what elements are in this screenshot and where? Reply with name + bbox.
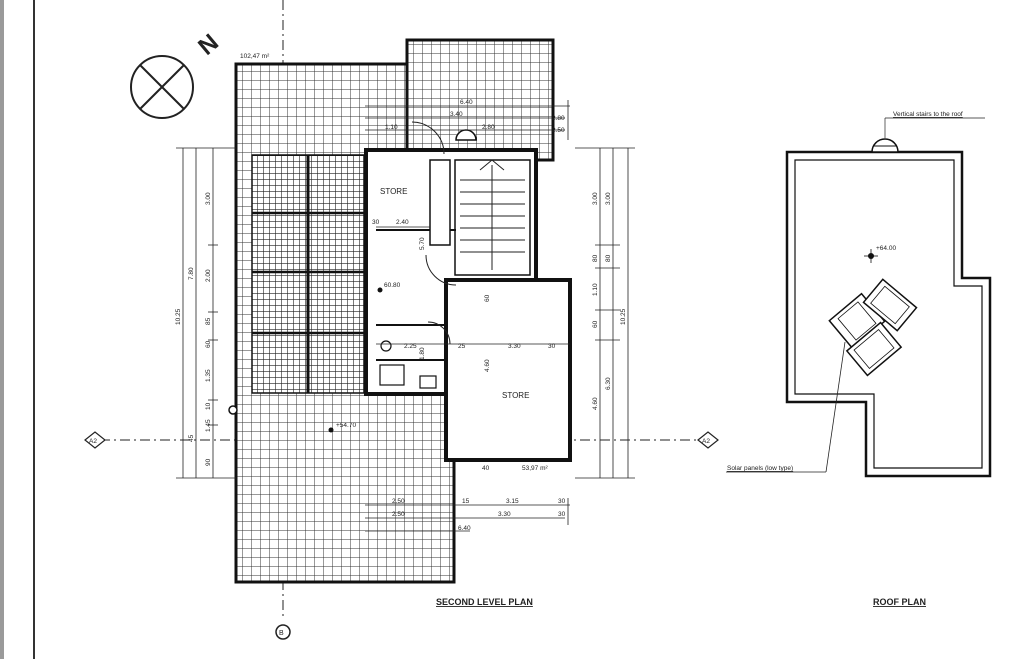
svg-text:1.80: 1.80 — [419, 347, 426, 360]
svg-text:A2: A2 — [89, 438, 97, 445]
svg-text:15: 15 — [462, 498, 470, 505]
svg-text:3.00: 3.00 — [592, 192, 599, 205]
svg-text:30: 30 — [558, 498, 566, 505]
title-roof-plan: ROOF PLAN — [873, 597, 926, 607]
svg-text:45: 45 — [188, 434, 195, 442]
axis-marker-a2-left: A2 — [84, 431, 106, 449]
svg-text:90: 90 — [205, 458, 212, 466]
drawing-sheet: N B A2 A2 STO — [36, 0, 1024, 659]
svg-text:A2: A2 — [702, 438, 710, 445]
svg-text:1.10: 1.10 — [385, 124, 398, 131]
svg-text:10.25: 10.25 — [620, 308, 627, 325]
svg-text:3.40: 3.40 — [450, 111, 463, 118]
note-vertical-stairs: Vertical stairs to the roof — [893, 111, 963, 118]
viewer-scroll-shade — [0, 0, 4, 659]
dimension-lines-top — [365, 100, 570, 140]
svg-text:5.70: 5.70 — [419, 237, 426, 250]
svg-text:2.80: 2.80 — [482, 124, 495, 131]
svg-text:3.30: 3.30 — [508, 343, 521, 350]
svg-text:3.15: 3.15 — [506, 498, 519, 505]
svg-text:85: 85 — [205, 317, 212, 325]
svg-text:80: 80 — [592, 254, 599, 262]
svg-text:+64.00: +64.00 — [876, 245, 896, 252]
note-solar-panels: Solar panels (low type) — [727, 465, 793, 472]
svg-text:6.30: 6.30 — [605, 377, 612, 390]
page-edge — [33, 0, 35, 659]
area-label-terrace: 102,47 m² — [240, 53, 270, 60]
svg-text:6.40: 6.40 — [460, 99, 473, 106]
svg-text:4.60: 4.60 — [484, 359, 491, 372]
svg-text:2.40: 2.40 — [396, 219, 409, 226]
roof-level-marker: +64.00 — [864, 245, 896, 263]
room-label-store-south: STORE — [502, 391, 529, 400]
svg-text:1.10: 1.10 — [592, 283, 599, 296]
store-room-south-walls — [444, 278, 572, 462]
svg-text:2.80: 2.80 — [552, 115, 565, 122]
svg-text:2.00: 2.00 — [205, 269, 212, 282]
svg-text:60: 60 — [592, 320, 599, 328]
svg-text:2.25: 2.25 — [404, 343, 417, 350]
level-marker-terrace: +54.70 — [336, 422, 356, 429]
svg-text:60: 60 — [205, 340, 212, 348]
svg-text:25: 25 — [458, 343, 466, 350]
axis-marker-a2-right: A2 — [697, 431, 719, 449]
svg-text:3.00: 3.00 — [205, 192, 212, 205]
svg-text:10: 10 — [205, 402, 212, 410]
svg-text:1.45: 1.45 — [205, 419, 212, 432]
svg-text:40: 40 — [482, 465, 490, 472]
dimension-lines-left — [176, 147, 236, 479]
title-second-level-plan: SECOND LEVEL PLAN — [436, 597, 533, 607]
area-label-floor: 53,97 m² — [522, 465, 548, 472]
svg-text:30: 30 — [548, 343, 556, 350]
north-arrow: N — [130, 29, 224, 119]
north-label: N — [193, 29, 224, 61]
svg-text:2.50: 2.50 — [392, 498, 405, 505]
solar-panels — [828, 278, 918, 377]
svg-text:B: B — [279, 630, 284, 637]
svg-text:2.50: 2.50 — [392, 511, 405, 518]
svg-text:3.30: 3.30 — [498, 511, 511, 518]
floor-plan-drawing: N B A2 A2 STO — [84, 0, 992, 640]
svg-text:1.35: 1.35 — [205, 369, 212, 382]
svg-text:80: 80 — [605, 254, 612, 262]
svg-text:2.50: 2.50 — [552, 127, 565, 134]
svg-text:30: 30 — [372, 219, 380, 226]
svg-text:10.25: 10.25 — [175, 308, 182, 325]
svg-text:30: 30 — [558, 511, 566, 518]
svg-text:60: 60 — [484, 294, 491, 302]
upper-terrace-outline — [405, 38, 555, 162]
dimension-lines-right — [575, 147, 635, 479]
svg-text:7.80: 7.80 — [188, 267, 195, 280]
axis-marker-b: B — [275, 624, 291, 640]
level-marker-store: 60.80 — [384, 282, 401, 289]
svg-text:4.60: 4.60 — [592, 397, 599, 410]
roof-plan: Vertical stairs to the roof +64.00 Solar… — [726, 111, 992, 607]
viewer-frame-left — [0, 0, 36, 659]
room-label-store-north: STORE — [380, 187, 407, 196]
svg-text:6.40: 6.40 — [458, 525, 471, 532]
svg-text:3.00: 3.00 — [605, 192, 612, 205]
stair-treads — [460, 159, 525, 270]
dimension-lines-bottom — [365, 498, 570, 532]
